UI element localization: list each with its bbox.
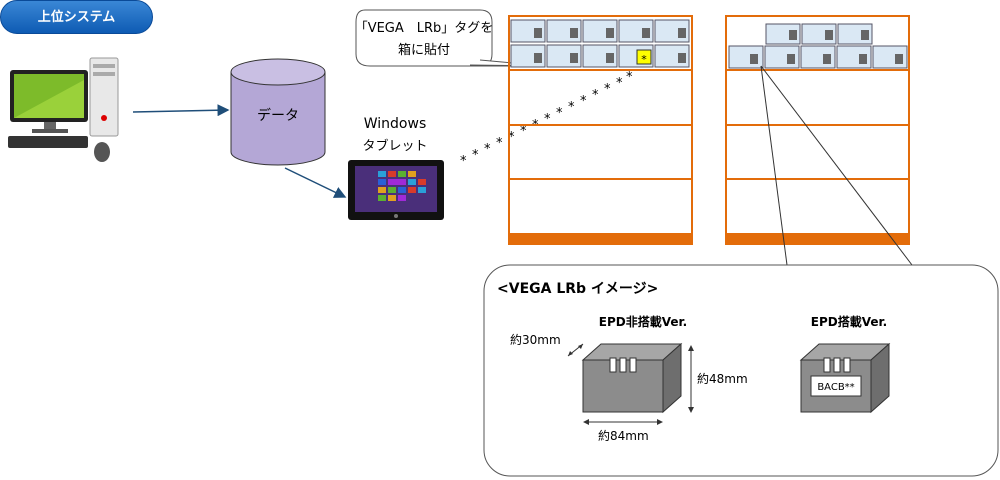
depth-label: 約30mm <box>510 332 561 347</box>
shelf-right <box>725 15 910 245</box>
tag-epd <box>799 342 891 414</box>
tablet-icon <box>348 160 444 220</box>
variant-epd-label: EPD搭載Ver. <box>811 314 888 329</box>
database-icon <box>230 58 326 166</box>
height-label: 約48mm <box>697 371 748 386</box>
highlighted-tag-marker: * <box>641 53 647 66</box>
detail-panel <box>483 264 999 477</box>
callout-line2: 箱に貼付 <box>398 42 450 58</box>
zoom-line-right <box>760 65 913 266</box>
callout-line1: 「VEGA LRb」タグを <box>355 21 494 36</box>
epd-display-text: BACB** <box>817 382 854 393</box>
detail-title: <VEGA LRb イメージ> <box>497 281 658 297</box>
pc-to-db-arrow <box>132 104 230 117</box>
tag-no-epd <box>581 342 683 414</box>
zoom-line-left <box>760 65 788 266</box>
shelf-left <box>508 15 693 245</box>
variant-no-epd-label: EPD非搭載Ver. <box>599 314 688 329</box>
width-label: 約84mm <box>598 428 649 443</box>
highlighted-tag <box>636 49 652 65</box>
desktop-pc-icon <box>8 57 119 162</box>
wireless-signal-stars: *** *** *** *** *** <box>460 70 633 169</box>
database-label: データ <box>257 107 299 124</box>
tablet-label-line1: Windows <box>364 116 427 132</box>
tablet-label-line2: タブレット <box>362 138 427 154</box>
host-system-badge: 上位システム <box>0 0 153 34</box>
db-to-tablet-arrow <box>284 167 347 198</box>
